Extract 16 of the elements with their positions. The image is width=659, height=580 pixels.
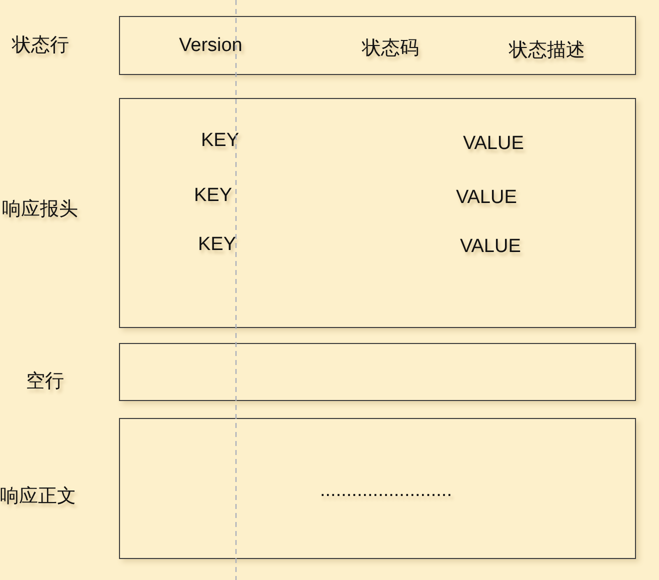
header-value: VALUE — [456, 186, 517, 210]
field-label: Version — [179, 34, 242, 58]
header-key: KEY — [201, 129, 240, 153]
field-label: 状态描述 — [509, 39, 585, 63]
section-label: 空行 — [26, 370, 64, 394]
body-box — [119, 418, 636, 559]
field-label: 状态码 — [362, 37, 419, 61]
header-value: VALUE — [463, 132, 524, 156]
section-label: 响应报头 — [2, 198, 78, 222]
section-label: 状态行 — [12, 34, 69, 58]
section-label: 响应正文 — [0, 485, 76, 509]
header-key: KEY — [198, 233, 236, 257]
ellipsis: ......................... — [320, 479, 452, 503]
header-box — [119, 98, 636, 328]
header-value: VALUE — [460, 235, 521, 259]
header-key: KEY — [194, 184, 232, 208]
